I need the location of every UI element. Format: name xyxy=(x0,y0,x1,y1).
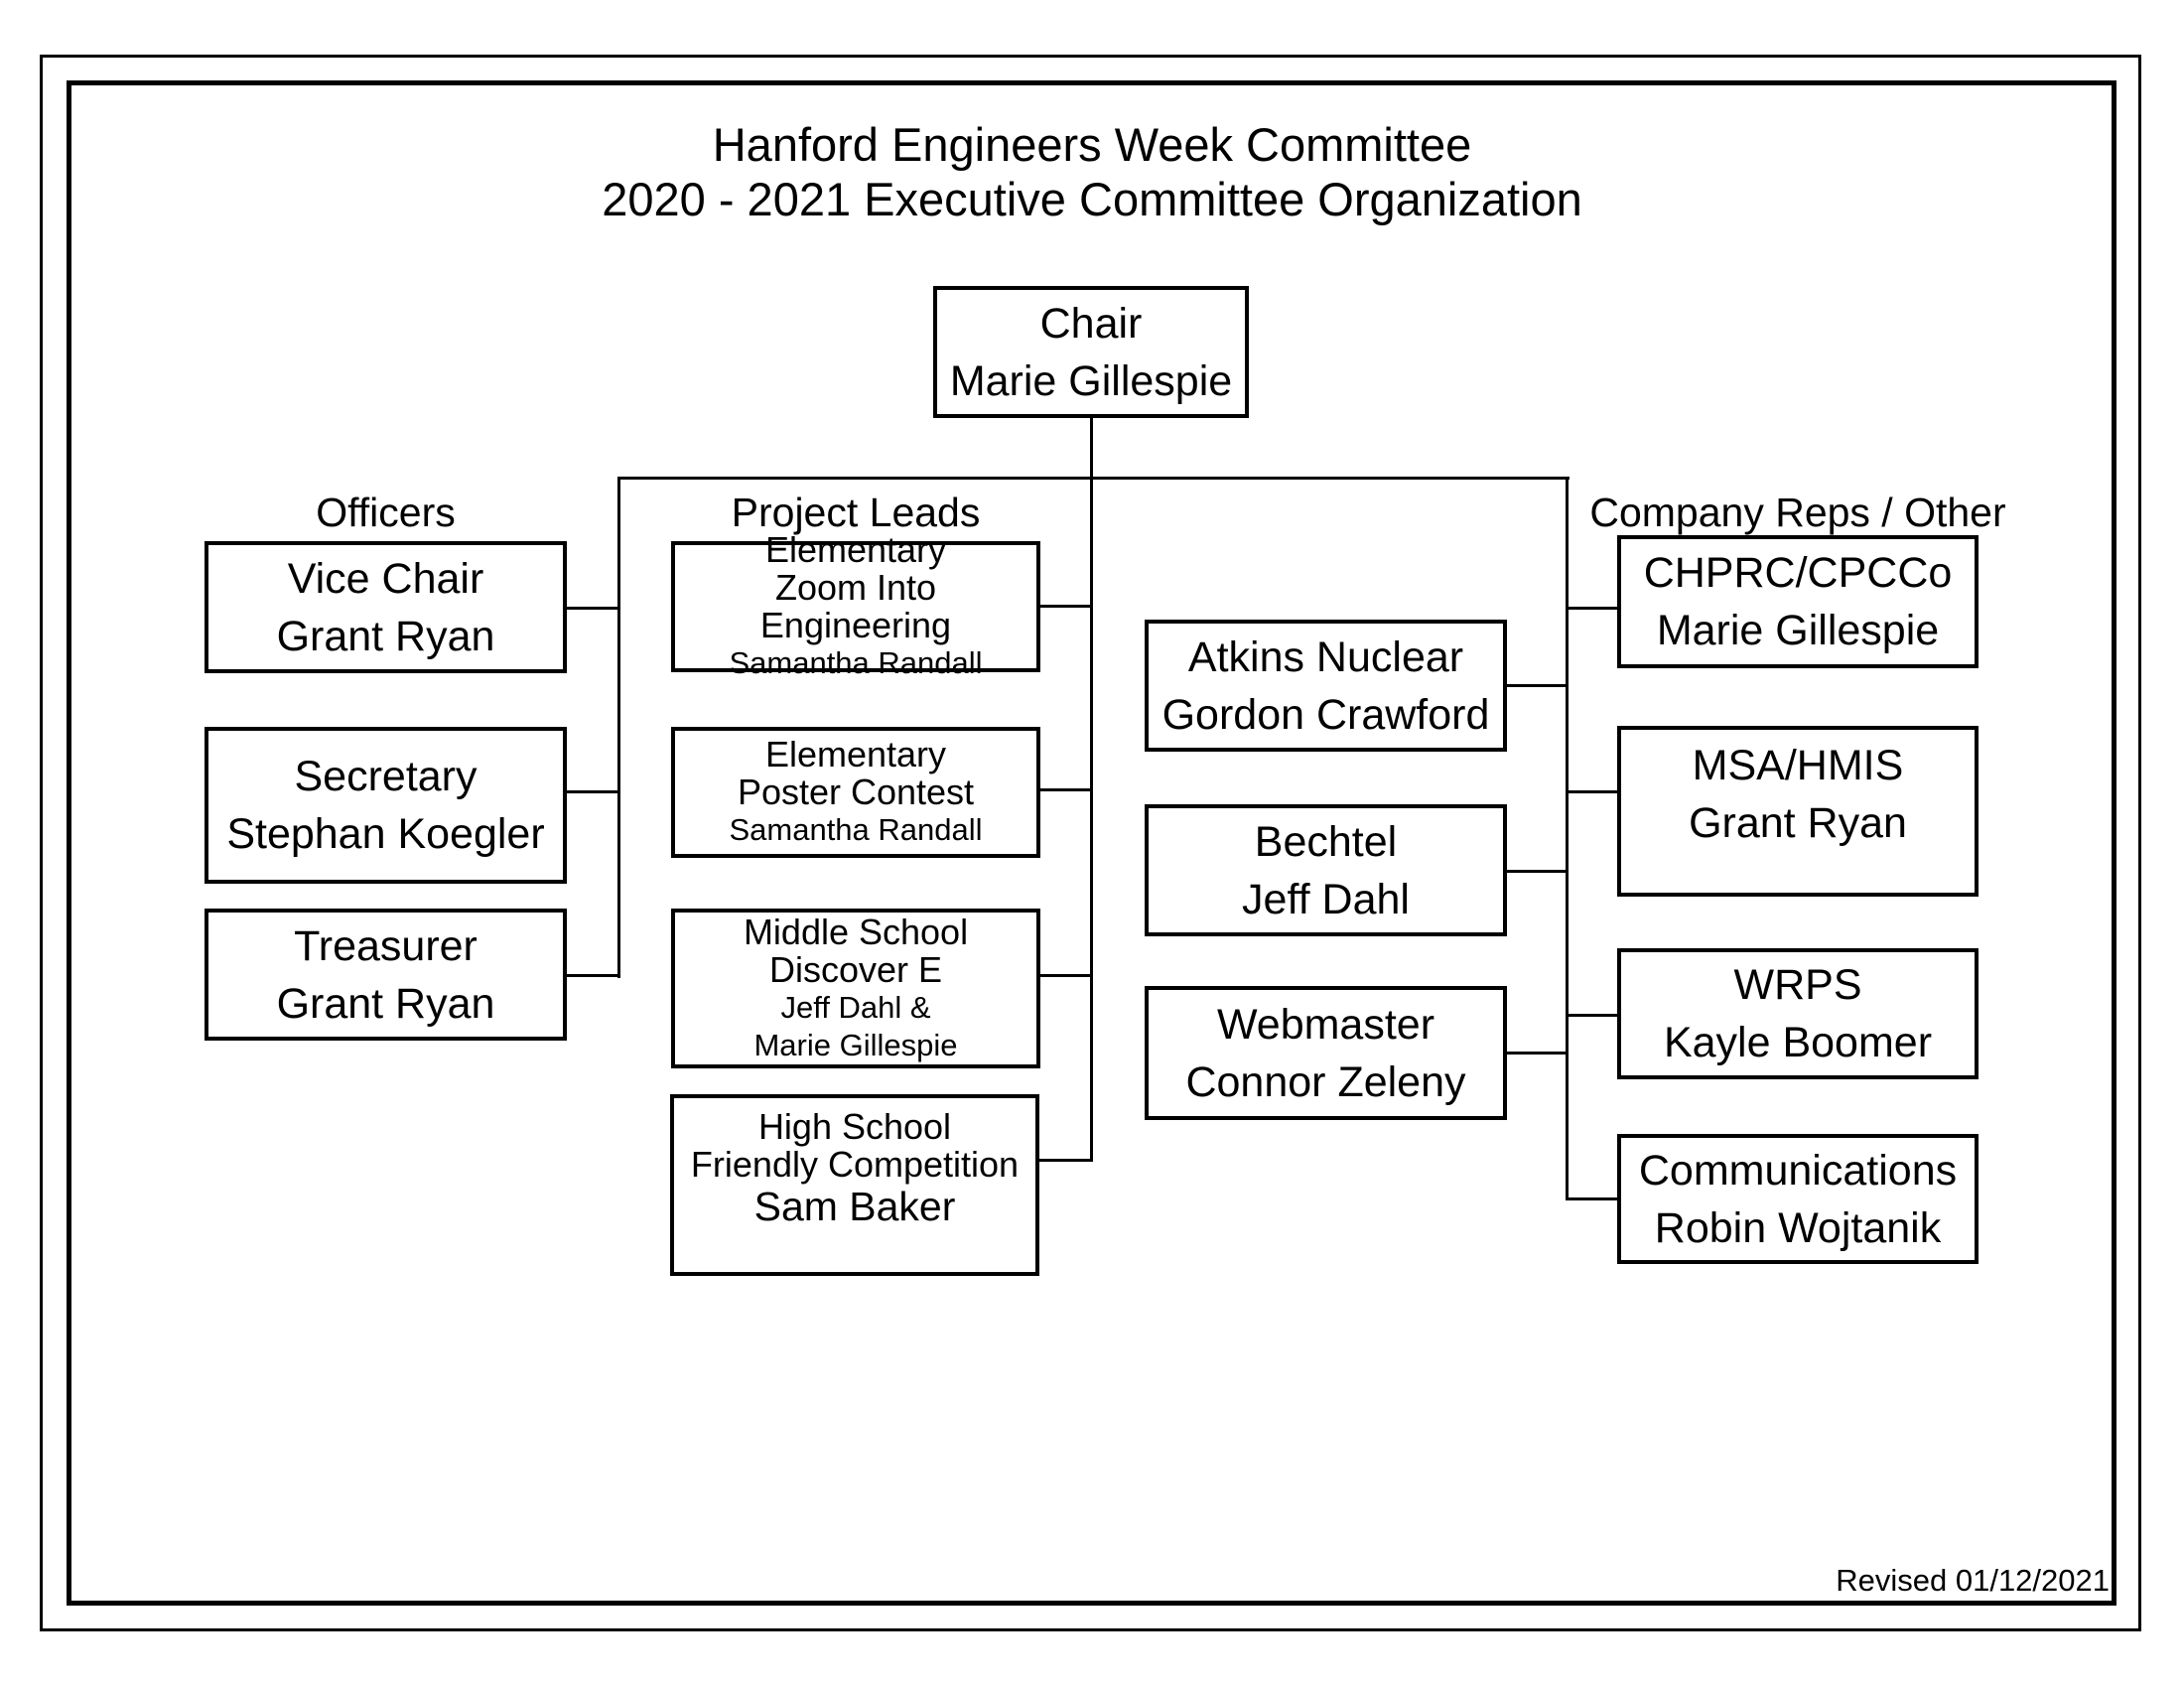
secretary-role: Secretary xyxy=(294,753,478,800)
connector-stub-atkins xyxy=(1505,684,1569,687)
chair-name: Marie Gillespie xyxy=(949,356,1233,405)
connector-stub-webmaster xyxy=(1505,1052,1569,1055)
org-box-elementary-poster: Elementary Poster Contest Samantha Randa… xyxy=(671,727,1046,864)
connector-stub-secretary xyxy=(565,790,620,793)
org-box-atkins: Atkins Nuclear Gordon Crawford xyxy=(1145,620,1513,758)
elementary-zoom-level: Elementary xyxy=(764,529,947,570)
page-title-line2: 2020 - 2021 Executive Committee Organiza… xyxy=(602,173,1582,225)
connector-stub-msa xyxy=(1566,790,1620,793)
bechtel-company: Bechtel xyxy=(1254,817,1398,866)
connector-stub-communications xyxy=(1566,1197,1620,1200)
elementary-zoom-program: Zoom Into Engineering xyxy=(759,567,952,645)
middle-school-name1: Jeff Dahl & xyxy=(780,989,931,1025)
connector-companyreps-vline xyxy=(1566,477,1569,1200)
msa-name: Grant Ryan xyxy=(1689,799,1907,847)
connector-stub-bechtel xyxy=(1505,870,1569,873)
heading-project-leads: Project Leads xyxy=(731,490,981,535)
elementary-poster-name: Samantha Randall xyxy=(729,812,983,847)
chprc-name: Marie Gillespie xyxy=(1656,607,1940,654)
connector-stub-high-school xyxy=(1037,1159,1093,1162)
wrps-company: WRPS xyxy=(1733,961,1862,1009)
wrps-name: Kayle Boomer xyxy=(1663,1019,1933,1066)
connector-main-hline xyxy=(617,477,1570,480)
page-title-line1: Hanford Engineers Week Committee xyxy=(712,118,1472,171)
middle-school-program: Discover E xyxy=(768,948,943,990)
atkins-name: Gordon Crawford xyxy=(1161,690,1490,739)
elementary-poster-level: Elementary xyxy=(764,734,947,774)
org-box-communications: Communications Robin Wojtanik xyxy=(1617,1134,1984,1270)
heading-officers: Officers xyxy=(316,490,456,535)
treasurer-role: Treasurer xyxy=(294,921,478,970)
connector-officers-vline xyxy=(617,477,620,978)
webmaster-name: Connor Zeleny xyxy=(1185,1057,1466,1106)
vice-chair-role: Vice Chair xyxy=(287,554,484,603)
revision-note: Revised 01/12/2021 xyxy=(1836,1563,2110,1598)
connector-stub-elementary-poster xyxy=(1038,788,1093,791)
atkins-company: Atkins Nuclear xyxy=(1187,633,1464,681)
vice-chair-name: Grant Ryan xyxy=(276,612,495,660)
bechtel-name: Jeff Dahl xyxy=(1242,875,1410,923)
chprc-company: CHPRC/CPCCo xyxy=(1643,549,1953,597)
communications-role: Communications xyxy=(1638,1146,1958,1195)
connector-stub-middle-school xyxy=(1038,974,1093,977)
org-box-msa: MSA/HMIS Grant Ryan xyxy=(1617,726,1984,903)
middle-school-name2: Marie Gillespie xyxy=(753,1027,958,1062)
org-box-bechtel: Bechtel Jeff Dahl xyxy=(1145,804,1513,942)
connector-stub-vice-chair xyxy=(565,607,620,610)
outer-page-border xyxy=(40,55,2141,1631)
msa-company: MSA/HMIS xyxy=(1692,742,1904,789)
connector-stub-chprc xyxy=(1566,607,1620,610)
treasurer-name: Grant Ryan xyxy=(276,979,495,1028)
org-box-treasurer: Treasurer Grant Ryan xyxy=(205,909,573,1047)
high-school-name: Sam Baker xyxy=(753,1184,956,1229)
org-box-chair: Chair Marie Gillespie xyxy=(933,286,1255,424)
org-box-vice-chair: Vice Chair Grant Ryan xyxy=(205,541,573,679)
page-title: Hanford Engineers Week Committee 2020 - … xyxy=(596,117,1588,226)
chair-role: Chair xyxy=(1039,299,1143,348)
org-box-high-school: High School Friendly Competition Sam Bak… xyxy=(670,1094,1045,1282)
org-box-chprc: CHPRC/CPCCo Marie Gillespie xyxy=(1617,535,1984,674)
high-school-program: Friendly Competition xyxy=(690,1144,1020,1185)
middle-school-level: Middle School xyxy=(743,911,969,952)
org-box-secretary: Secretary Stephan Koegler xyxy=(205,727,573,890)
secretary-name: Stephan Koegler xyxy=(226,810,545,858)
org-box-elementary-zoom: Elementary Zoom Into Engineering Samanth… xyxy=(671,531,1046,680)
org-box-wrps: WRPS Kayle Boomer xyxy=(1617,948,1984,1085)
connector-stub-treasurer xyxy=(565,974,620,977)
elementary-zoom-name: Samantha Randall xyxy=(729,645,983,680)
connector-stub-wrps xyxy=(1566,1014,1620,1017)
elementary-poster-program: Poster Contest xyxy=(737,772,975,812)
inner-page-border xyxy=(67,80,2116,1606)
communications-name: Robin Wojtanik xyxy=(1654,1203,1942,1252)
connector-stub-elementary-zoom xyxy=(1038,605,1093,608)
org-box-webmaster: Webmaster Connor Zeleny xyxy=(1145,986,1513,1126)
webmaster-role: Webmaster xyxy=(1216,1000,1435,1049)
heading-company-reps: Company Reps / Other xyxy=(1589,490,2006,535)
org-box-middle-school: Middle School Discover E Jeff Dahl & Mar… xyxy=(671,909,1046,1074)
high-school-level: High School xyxy=(757,1106,952,1147)
